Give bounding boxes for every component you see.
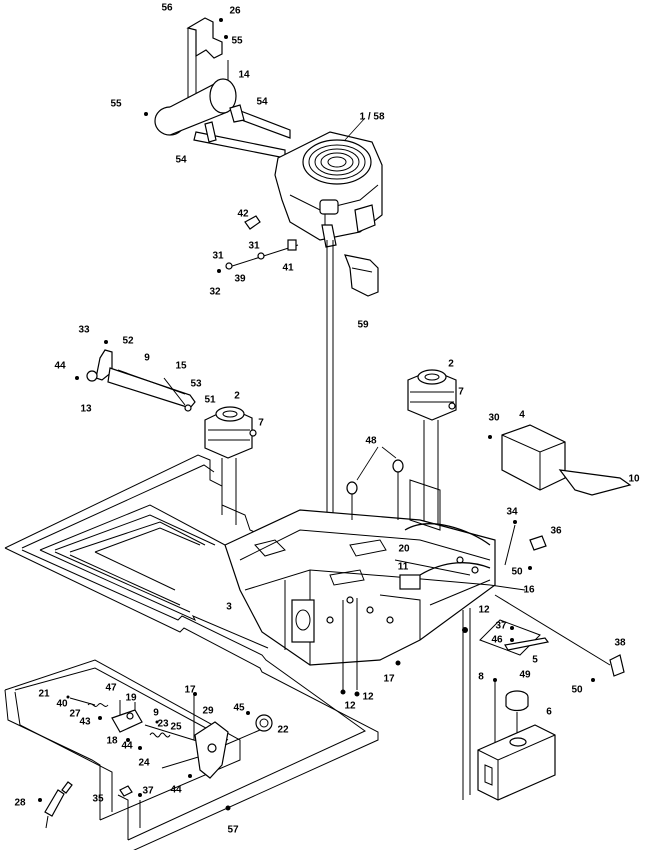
callout-c10: 10 [628, 474, 640, 485]
callout-c21: 21 [38, 689, 50, 700]
callout-c42: 42 [237, 209, 249, 220]
control-block-assembly [66, 695, 143, 733]
callout-c15: 15 [175, 361, 187, 372]
battery-box [488, 424, 632, 496]
callout-c34: 34 [506, 507, 518, 518]
callout-c7b: 7 [458, 387, 464, 398]
callout-c25: 25 [170, 722, 182, 733]
callout-c49: 49 [519, 670, 531, 681]
callout-c28: 28 [14, 798, 26, 809]
main-chassis [224, 479, 496, 666]
callout-c32: 32 [209, 287, 221, 298]
callout-c44b: 44 [121, 741, 133, 752]
callout-c37b: 37 [142, 786, 154, 797]
callout-c44c: 44 [170, 785, 182, 796]
callout-c57: 57 [227, 825, 239, 836]
callout-c23: 23 [157, 719, 169, 730]
brake-linkage [479, 594, 625, 682]
callout-c24: 24 [138, 758, 150, 769]
callout-c12c: 12 [362, 692, 374, 703]
callout-c12a: 12 [478, 605, 490, 616]
callout-c7a: 7 [258, 418, 264, 429]
throttle-linkage [217, 215, 299, 273]
callout-c43: 43 [79, 717, 91, 728]
callout-c50b: 50 [571, 685, 583, 696]
callout-c5: 5 [532, 655, 538, 666]
right-linkage [489, 520, 547, 591]
engine [274, 117, 383, 248]
callout-c56: 56 [161, 3, 173, 14]
callout-c41: 41 [282, 263, 294, 274]
callout-c31a: 31 [248, 241, 260, 252]
left-hydraulic-pump [204, 406, 257, 525]
callout-c48: 48 [365, 436, 377, 447]
callout-c44a: 44 [54, 361, 66, 372]
callout-c54a: 54 [256, 97, 268, 108]
callout-c40: 40 [56, 699, 68, 710]
callout-c53: 53 [190, 379, 202, 390]
callout-c29: 29 [202, 706, 214, 717]
callout-c16: 16 [523, 585, 535, 596]
callout-c6: 6 [546, 707, 552, 718]
callout-c11: 11 [398, 562, 409, 573]
fuel-tank [477, 724, 556, 801]
callout-c13: 13 [80, 404, 92, 415]
callout-c17a: 17 [383, 674, 395, 685]
callout-c12b: 12 [344, 701, 356, 712]
callout-c18: 18 [106, 736, 118, 747]
callout-c59: 59 [357, 320, 369, 331]
left-control-lever [75, 340, 196, 412]
pulley [144, 78, 237, 136]
callout-c46: 46 [491, 635, 503, 646]
callout-c36: 36 [550, 526, 562, 537]
callout-c47: 47 [105, 683, 117, 694]
callout-c2a: 2 [234, 391, 240, 402]
callout-c31b: 31 [212, 251, 224, 262]
callout-c52: 52 [122, 336, 134, 347]
callout-c9b: 9 [153, 708, 159, 719]
callout-c54b: 54 [175, 155, 187, 166]
callout-c22: 22 [277, 725, 289, 736]
callout-c2b: 2 [448, 359, 454, 370]
callout-c37a: 37 [495, 621, 507, 632]
callout-c20: 20 [398, 544, 410, 555]
callout-c19: 19 [125, 693, 137, 704]
pedal-bracket [188, 692, 273, 779]
callout-c35: 35 [92, 794, 104, 805]
foot-pedal [38, 781, 142, 829]
callout-c45: 45 [233, 703, 245, 714]
callout-c3: 3 [226, 602, 232, 613]
callout-c26: 26 [229, 6, 241, 17]
callout-c30: 30 [488, 413, 500, 424]
callout-c14: 14 [238, 70, 250, 81]
callout-c17b: 17 [184, 685, 196, 696]
callout-c39: 39 [234, 274, 246, 285]
callout-c55b: 55 [110, 99, 122, 110]
callout-c27: 27 [69, 709, 81, 720]
callout-c50a: 50 [511, 567, 523, 578]
lower-linkage-loop [4, 659, 241, 840]
hose-fittings [346, 446, 404, 520]
callout-c33: 33 [78, 325, 90, 336]
engine-shield [344, 254, 379, 297]
callout-c38: 38 [614, 638, 626, 649]
drive-shafts [193, 104, 291, 159]
callout-c4: 4 [519, 410, 525, 421]
callout-c1_58: 1 / 58 [359, 112, 384, 123]
frame-outline [4, 454, 379, 850]
callout-c9a: 9 [144, 353, 150, 364]
callout-c55a: 55 [231, 36, 243, 47]
callout-c51: 51 [204, 395, 216, 406]
callout-c8: 8 [478, 672, 484, 683]
